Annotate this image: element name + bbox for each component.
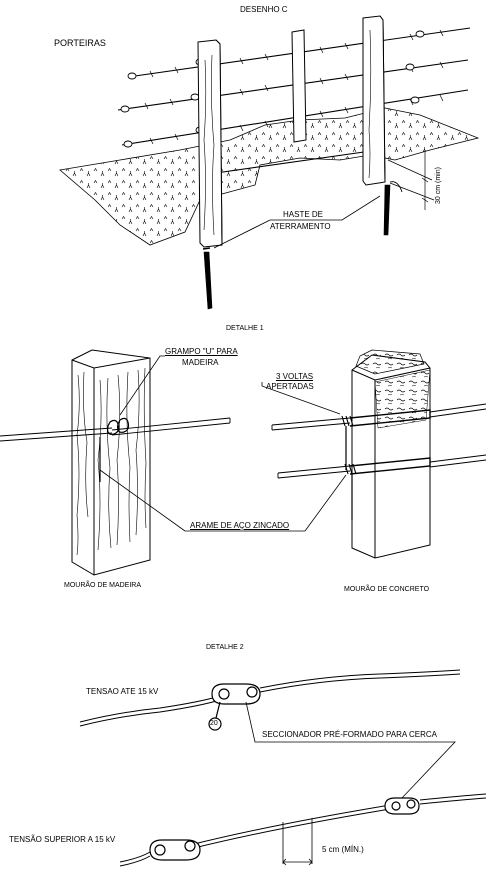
dimension-30cm <box>387 150 435 210</box>
wooden-post-wire <box>0 417 231 482</box>
detalhe1-leaders <box>99 355 347 532</box>
haste-leader <box>213 195 381 249</box>
grounding-rods <box>202 181 403 310</box>
haste-label-1: HASTE DE <box>283 210 324 219</box>
detalhe2-leaders <box>245 701 456 866</box>
min-30-label: 30 cm (min) <box>435 167 442 204</box>
mourao-madeira-label: MOURÃO DE MADEIRA <box>64 582 142 589</box>
tensao-15-label: TENSAO ATE 15 kV <box>86 687 159 696</box>
wire-upper <box>79 669 461 727</box>
seccionador-label: SECCIONADOR PRÉ-FORMADO PARA CERCA <box>262 730 437 739</box>
haste-label-2: ATERRAMENTO <box>270 222 331 231</box>
porteiras-title: PORTEIRAS <box>54 38 106 48</box>
fence-posts <box>197 15 386 248</box>
main-title: DESENHO C <box>240 5 288 14</box>
tensao-superior-label: TENSÃO SUPERIOR A 15 kV <box>9 835 116 844</box>
seccionador-lower <box>149 797 420 861</box>
voltas-label-1: 3 VOLTAS <box>276 372 314 381</box>
seccionador-upper <box>208 683 261 731</box>
desenho-c-ground <box>59 107 480 246</box>
concrete-post-wires <box>271 403 486 520</box>
wooden-post <box>71 349 151 576</box>
min-5-label: 5 cm (MÍN.) <box>322 845 364 854</box>
grampo-label-1: GRAMPO "U" PARA <box>165 347 238 356</box>
arame-label: ARAME DE AÇO ZINCADO <box>190 521 290 530</box>
mourao-concreto-label: MOURÃO DE CONCRETO <box>344 586 430 593</box>
voltas-label-2: APERTADAS <box>266 382 314 391</box>
detalhe1-title: DETALHE 1 <box>226 325 264 332</box>
wire-barbs <box>144 29 444 145</box>
item-20-label: 20 <box>210 720 218 727</box>
wire-lower <box>119 793 486 867</box>
grampo-label-2: MADEIRA <box>182 358 219 367</box>
detalhe2-title: DETALHE 2 <box>206 644 244 651</box>
concrete-post <box>351 349 431 559</box>
